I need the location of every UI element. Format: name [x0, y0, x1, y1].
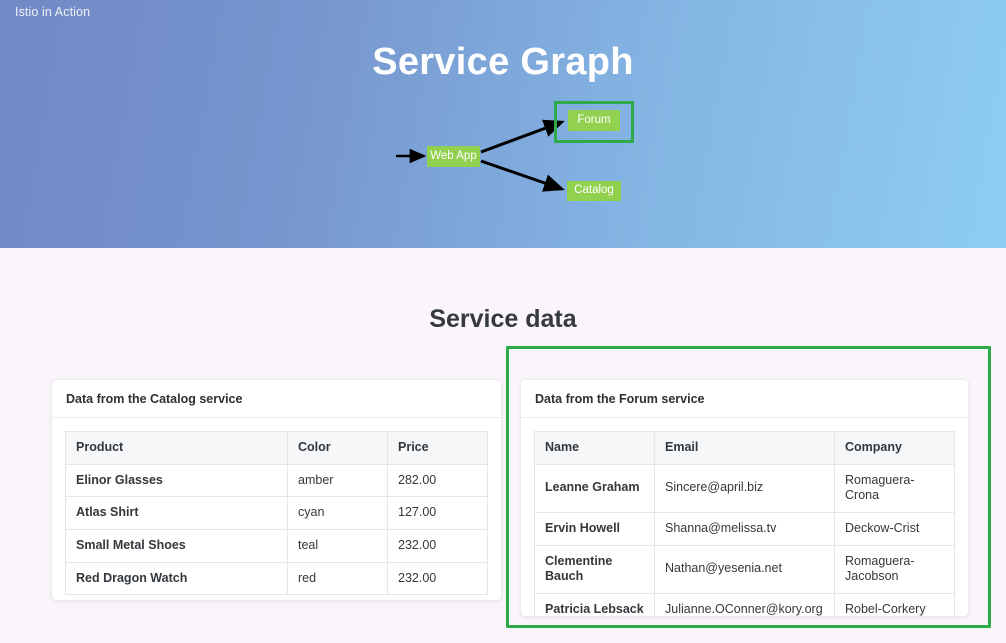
table-row: Leanne Graham Sincere@april.biz Romaguer… — [534, 463, 955, 513]
catalog-table: Product Color Price Elinor Glasses amber… — [65, 431, 488, 596]
page-header: Istio in Action Service Graph Web App Fo… — [0, 0, 1006, 248]
column-header: Email — [654, 431, 835, 465]
table-row: Elinor Glasses amber 282.00 — [65, 463, 488, 498]
graph-node-webapp[interactable]: Web App — [427, 146, 480, 167]
table-row: Atlas Shirt cyan 127.00 — [65, 496, 488, 530]
column-header: Color — [287, 431, 388, 465]
cell-price: 127.00 — [387, 496, 488, 530]
table-header-row: Name Email Company — [534, 431, 955, 465]
cell-price: 232.00 — [387, 528, 488, 563]
card-catalog-body: Product Color Price Elinor Glasses amber… — [52, 418, 501, 600]
forum-table: Name Email Company Leanne Graham Sincere… — [534, 431, 955, 616]
cell-color: teal — [287, 528, 388, 563]
column-header: Price — [387, 431, 488, 465]
cell-company: Robel-Corkery — [834, 592, 955, 616]
graph-node-catalog[interactable]: Catalog — [567, 181, 621, 201]
cell-product: Small Metal Shoes — [65, 528, 288, 563]
page-title: Service Graph — [372, 41, 634, 83]
card-catalog-header: Data from the Catalog service — [52, 380, 501, 418]
cell-company: Romaguera-Jacobson — [834, 544, 955, 594]
cell-company: Romaguera-Crona — [834, 463, 955, 513]
graph-node-forum[interactable]: Forum — [568, 110, 620, 131]
cell-email: Nathan@yesenia.net — [654, 544, 835, 594]
cell-email: Julianne.OConner@kory.org — [654, 592, 835, 616]
cell-product: Atlas Shirt — [65, 496, 288, 530]
table-row: Small Metal Shoes teal 232.00 — [65, 528, 488, 563]
cell-product: Elinor Glasses — [65, 463, 288, 498]
edge-webapp-catalog — [480, 159, 565, 192]
table-row: Ervin Howell Shanna@melissa.tv Deckow-Cr… — [534, 511, 955, 546]
cell-price: 232.00 — [387, 561, 488, 596]
card-forum-body: Name Email Company Leanne Graham Sincere… — [521, 418, 968, 616]
cell-email: Sincere@april.biz — [654, 463, 835, 513]
column-header: Company — [834, 431, 955, 465]
table-row: Patricia Lebsack Julianne.OConner@kory.o… — [534, 592, 955, 616]
cell-name: Patricia Lebsack — [534, 592, 655, 616]
card-forum: Data from the Forum service Name Email C… — [520, 379, 969, 617]
table-row: Red Dragon Watch red 232.00 — [65, 561, 488, 596]
cell-email: Shanna@melissa.tv — [654, 511, 835, 546]
edge-webapp-forum — [480, 119, 565, 154]
graph-node-highlight-box — [554, 101, 634, 143]
table-header-row: Product Color Price — [65, 431, 488, 465]
cell-name: Ervin Howell — [534, 511, 655, 546]
section-title: Service data — [429, 305, 577, 333]
cell-price: 282.00 — [387, 463, 488, 498]
forum-highlight-frame — [506, 346, 991, 628]
cell-name: Clementine Bauch — [534, 544, 655, 594]
column-header: Product — [65, 431, 288, 465]
cell-color: red — [287, 561, 388, 596]
cell-color: cyan — [287, 496, 388, 530]
cell-company: Deckow-Crist — [834, 511, 955, 546]
cell-color: amber — [287, 463, 388, 498]
card-forum-header: Data from the Forum service — [521, 380, 968, 418]
service-graph: Web App Forum Catalog — [0, 90, 1006, 220]
graph-node-webapp-label: Web App — [430, 149, 477, 162]
table-row: Clementine Bauch Nathan@yesenia.net Roma… — [534, 544, 955, 594]
column-header: Name — [534, 431, 655, 465]
brand-label: Istio in Action — [15, 5, 91, 19]
graph-node-catalog-label: Catalog — [574, 184, 614, 197]
card-catalog: Data from the Catalog service Product Co… — [51, 379, 502, 601]
graph-node-forum-label: Forum — [577, 113, 611, 126]
service-graph-edges — [396, 119, 565, 192]
cell-name: Leanne Graham — [534, 463, 655, 513]
cell-product: Red Dragon Watch — [65, 561, 288, 596]
